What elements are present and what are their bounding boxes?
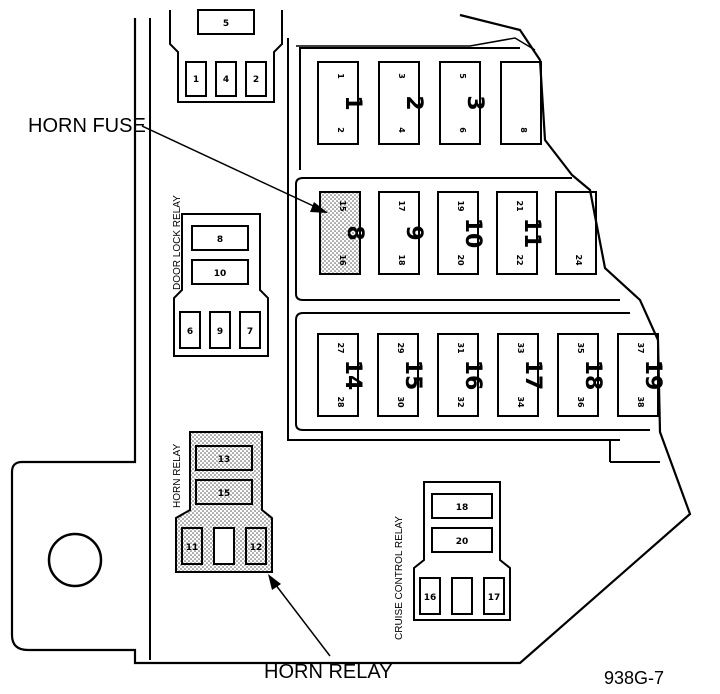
fuse-terminal-label: 31 [456,342,465,354]
top-connector-pin-label: 4 [223,75,229,85]
fuse-row-3-frame [295,312,650,431]
fuse-terminal-label: 36 [576,396,585,408]
door-lock-relay-pin-label: 7 [247,327,253,337]
fuse-terminal-label: 19 [456,200,465,212]
top-connector-pin-label: 2 [253,75,259,85]
fuse-number: 9 [401,225,426,240]
horn-relay-pin-label: 14 [218,543,231,553]
door-lock-relay-slot-label: 10 [214,269,227,279]
fuse-row-1-frame [299,47,520,170]
fuse-terminal-label: 5 [458,73,467,79]
fuse-number: 1 [340,95,365,110]
fuse [317,61,359,145]
cruise-control-relay: 18 20 16 19 17 [413,481,511,621]
fuse [378,61,420,145]
fuse-terminal-label: 18 [397,254,406,266]
horn-fuse-arrowhead [310,202,328,213]
fuse-number: 2 [401,95,426,110]
fuse-terminal-label: 35 [576,342,585,354]
fuse-terminal-label: 27 [336,342,345,353]
fuse-terminal-label: 4 [397,127,406,133]
top-connector-pin-label: 1 [193,75,199,85]
fuse [439,61,481,145]
fuse [555,191,597,275]
fuse-number: 19 [640,360,665,391]
fuse-terminal-label: 33 [516,342,525,353]
cruise-relay-slot-label: 20 [456,537,469,547]
fuse-terminal-label: 15 [338,200,347,212]
horn-relay-arrowhead [268,574,281,590]
fuse-terminal-label: 32 [456,396,465,407]
top-connector: 5 1 4 2 [169,9,283,103]
horn-relay-pin-label: 12 [250,543,263,553]
door-lock-relay-pin-label: 6 [187,327,193,337]
fuse-number: 8 [342,225,367,240]
fuse-terminal-label: 28 [336,396,345,408]
top-connector-slot-label: 5 [223,19,229,29]
fuse-terminal-label: 34 [516,396,525,408]
figure-number: 938G-7 [604,668,664,688]
fuse [500,61,542,145]
door-lock-relay: 8 10 6 9 7 [173,213,269,357]
fuse-block-housing [10,13,692,665]
fuse-terminal-label: 29 [396,342,405,354]
fuse-number: 10 [460,218,485,249]
horn-relay-callout: HORN RELAY [264,661,393,683]
fuse-terminal-label: 30 [396,396,405,408]
fuse-terminal-label: 1 [336,73,345,79]
fuse-terminal-label: 21 [515,200,524,212]
fuse [496,191,538,275]
cruise-relay-pin-label: 19 [456,593,469,603]
fuse [378,191,420,275]
fuse-number: 3 [462,95,487,110]
fuse-terminal-label: 37 [636,342,645,353]
horn-relay-arrow [271,579,331,657]
door-lock-relay-pin-label: 9 [217,327,223,337]
fuse-number: 14 [340,360,365,391]
horn-relay-label: HORN RELAY [172,443,183,508]
fuse-terminal-label: 8 [519,127,528,133]
fuse-terminal-label: 24 [574,254,583,266]
fuse-terminal-label: 2 [336,127,345,133]
fuse-number: 11 [519,218,544,249]
fuse-terminal-label: 3 [397,73,406,79]
door-lock-relay-slot-label: 8 [217,235,223,245]
cruise-relay-pin-label: 17 [488,593,501,603]
fuse [617,333,659,417]
fuse-number: 18 [580,360,605,391]
fuse [437,191,479,275]
mounting-hole [47,532,103,588]
fuse-number: 17 [520,360,545,391]
fuse [557,333,599,417]
fuse-panel-frame-top [296,37,536,51]
fuse-number: 16 [460,360,485,391]
horn-fuse [319,191,361,275]
fuse [377,333,419,417]
horn-relay-pin-label: 11 [186,543,199,553]
fuse-terminal-label: 38 [636,396,645,408]
fuse-number: 15 [400,360,425,391]
fuse-terminal-label: 6 [458,127,467,133]
fuse [437,333,479,417]
fuse-panel-frame [287,38,620,441]
fuse-terminal-label: 20 [456,254,465,266]
horn-fuse-callout: HORN FUSE [28,115,146,137]
cruise-relay-pin-label: 16 [424,593,437,603]
fuse-terminal-label: 22 [515,254,524,265]
horn-relay-slot-label: 13 [218,455,231,465]
fuse [317,333,359,417]
door-lock-relay-label: DOOR LOCK RELAY [172,195,183,290]
fuse-row-2-frame [295,177,620,301]
fuse-terminal-label: 17 [397,200,406,211]
cruise-relay-slot-label: 18 [456,503,469,513]
fuse-terminal-label: 16 [338,254,347,266]
horn-relay: 13 15 11 14 12 [175,431,273,573]
horn-relay-slot-label: 15 [218,489,231,499]
horn-fuse-arrow [141,125,323,211]
cruise-relay-label: CRUISE CONTROL RELAY [394,516,405,640]
fuse [497,333,539,417]
